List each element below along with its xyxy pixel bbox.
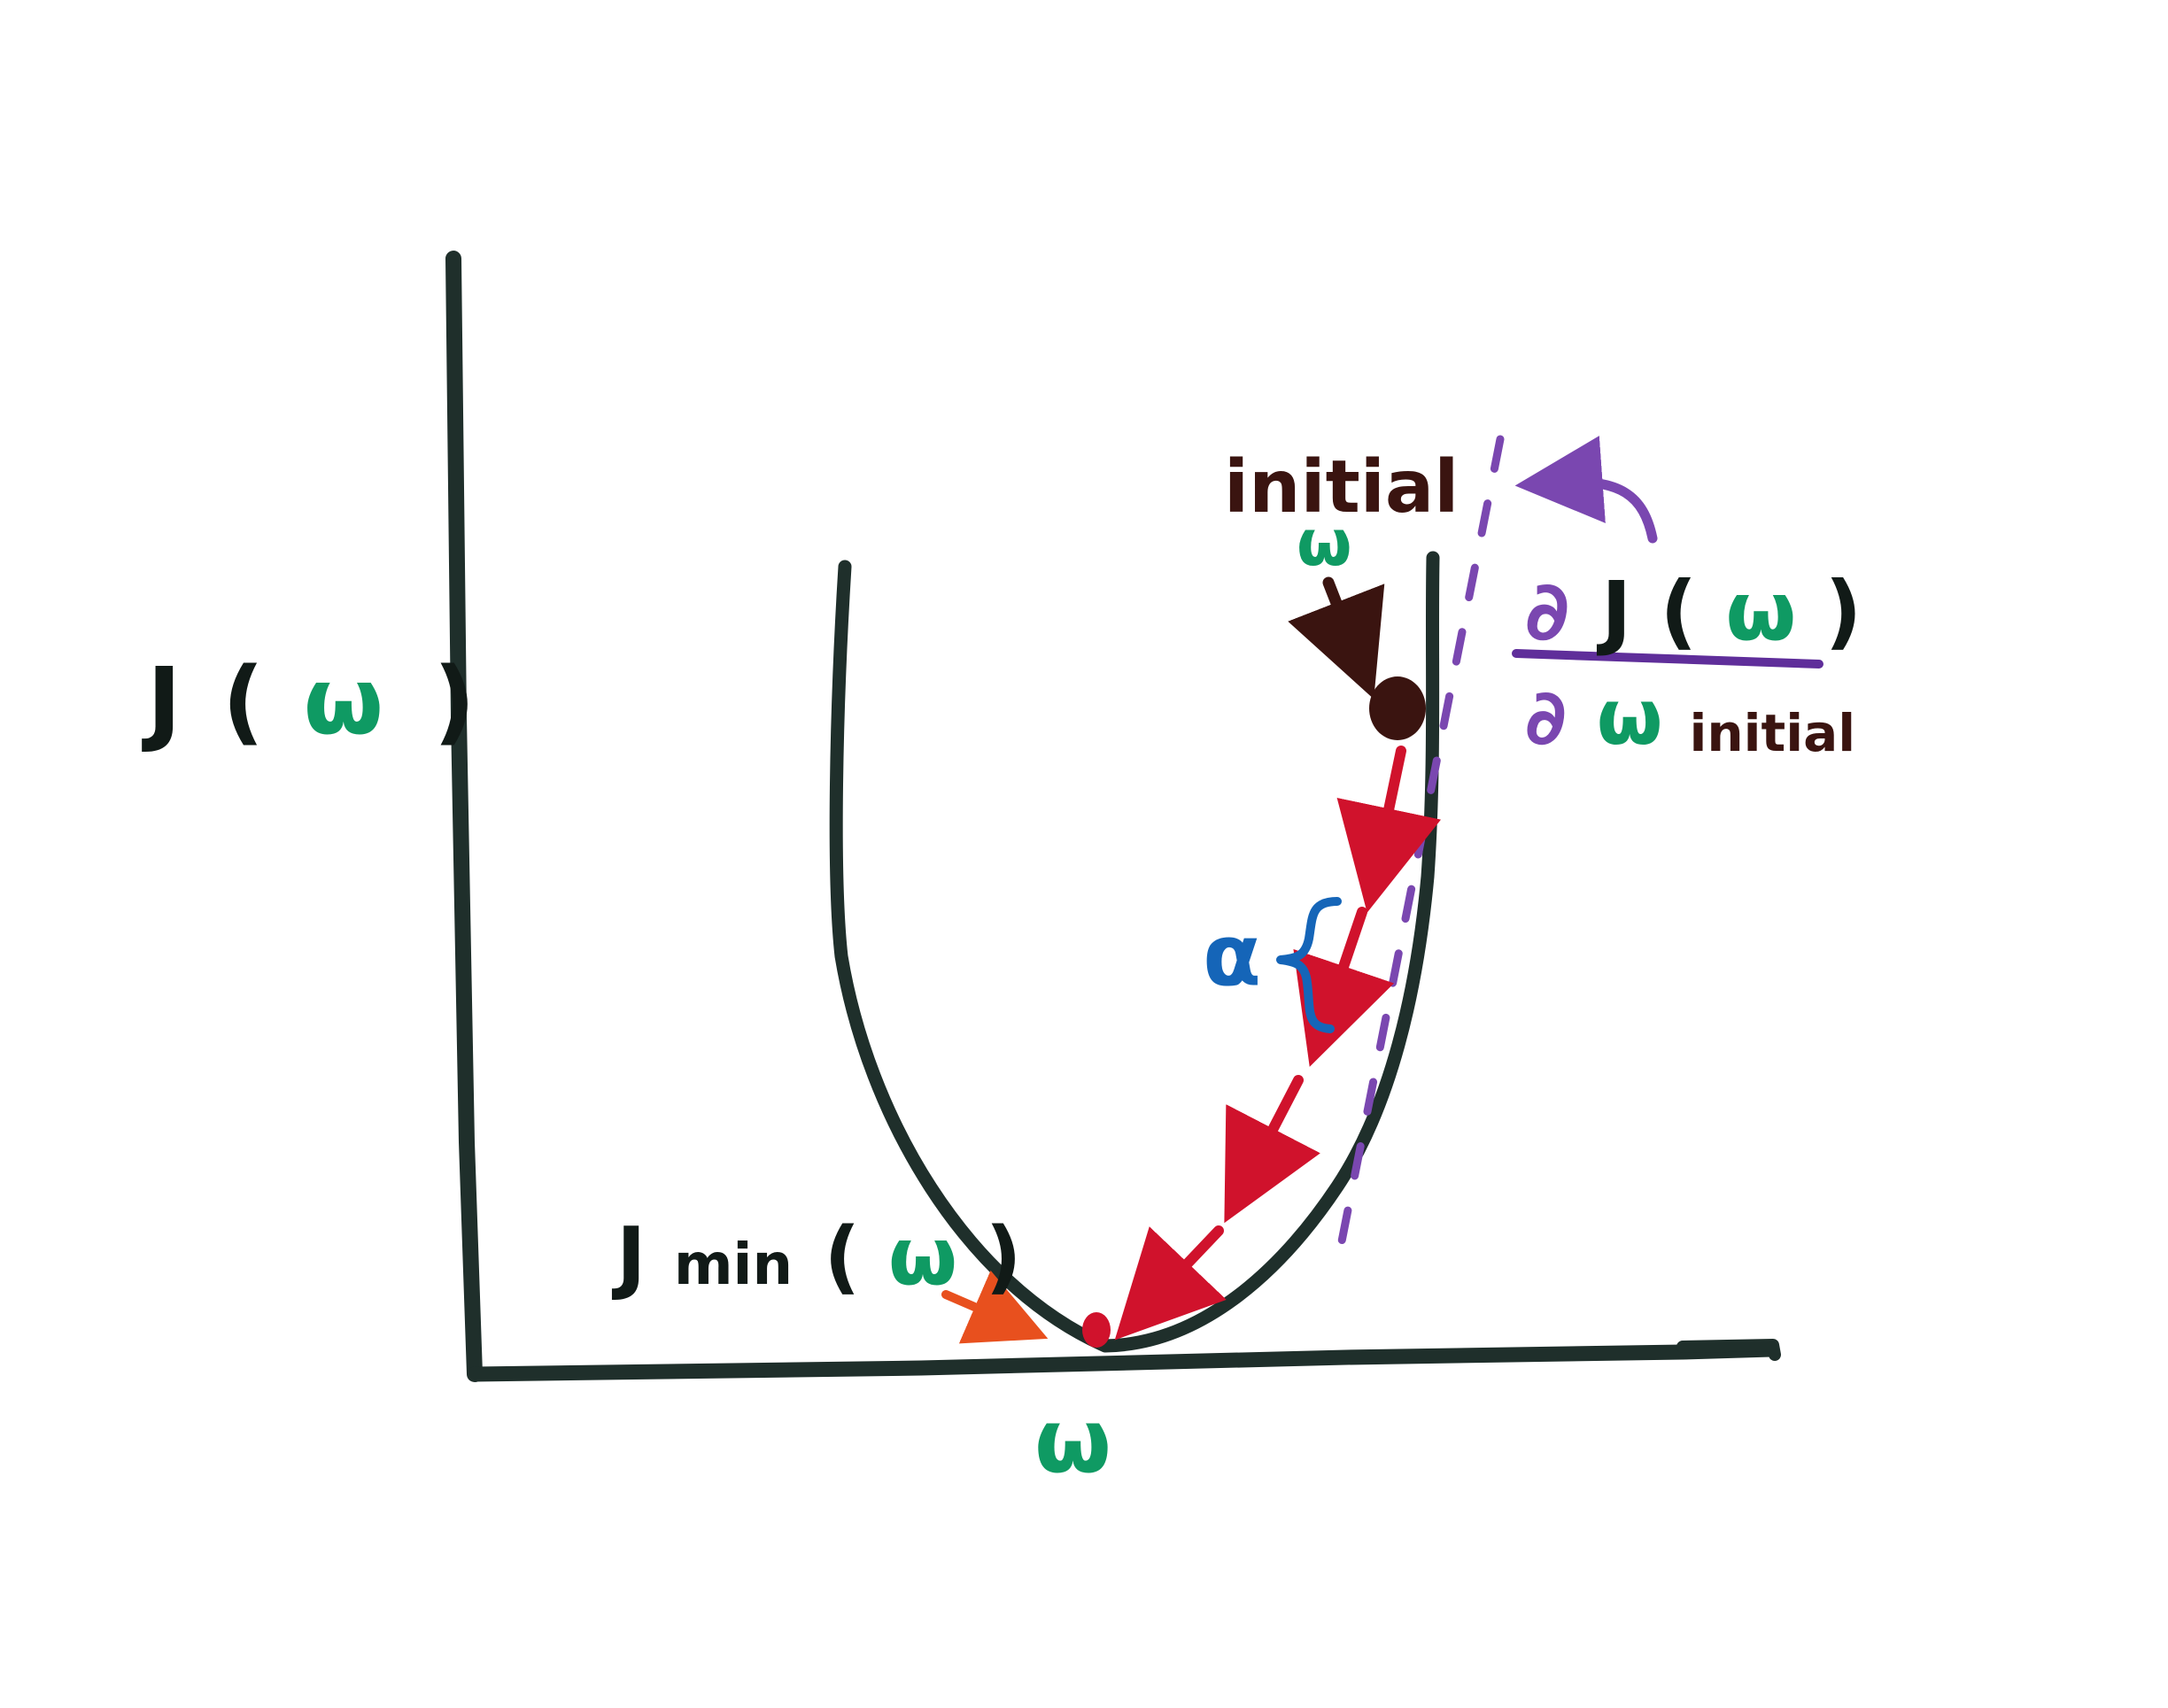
initial-label-w: ω	[1297, 506, 1352, 580]
jmin-label-close: )	[985, 1210, 1021, 1303]
derivative-num-close: )	[1824, 564, 1862, 659]
y-axis-line	[445, 251, 483, 1382]
derivative-den-partial: ∂	[1525, 674, 1567, 762]
y-axis-label-w: ω	[304, 647, 383, 755]
derivative-num-open: (	[1660, 564, 1697, 659]
x-axis-line	[467, 1341, 1779, 1382]
y-axis-label: J ( ω )	[142, 647, 476, 755]
descent-step-arrow-3	[1224, 1075, 1320, 1224]
descent-step-arrow-4	[1114, 1225, 1227, 1341]
derivative-den-sub: initial	[1689, 703, 1855, 763]
step-size-brace	[1276, 897, 1342, 1033]
jmin-label-sub: min	[674, 1233, 793, 1298]
x-axis-end-tick	[1676, 1339, 1781, 1361]
derivative-num-partial: ∂	[1525, 564, 1569, 659]
initial-label: initial	[1224, 445, 1459, 529]
initial-pointer-arrow	[1288, 576, 1385, 699]
x-axis-label: ω	[1034, 1389, 1111, 1493]
minimum-point	[1082, 1312, 1111, 1348]
derivative-numerator: ∂ J ( ω )	[1525, 564, 1862, 659]
jmin-label-w: ω	[888, 1210, 957, 1303]
jmin-label-open: (	[824, 1210, 860, 1303]
derivative-fraction-bar	[1512, 649, 1823, 669]
descent-step-arrow-1	[1336, 746, 1442, 913]
derivative-den-w: ω	[1597, 674, 1663, 762]
alpha-label: α	[1203, 906, 1261, 1005]
descent-step-arrow-2	[1293, 907, 1395, 1067]
y-axis-label-open: (	[222, 647, 265, 755]
jmin-label: J min ( ω )	[611, 1210, 1022, 1303]
derivative-denominator: ∂ ω initial	[1525, 674, 1855, 763]
derivative-num-w: ω	[1725, 564, 1796, 659]
tangent-pointer-arrow	[1514, 436, 1658, 544]
derivative-num-j: J	[1596, 564, 1631, 659]
minimum-pointer-arrow	[941, 1270, 1049, 1344]
initial-point	[1369, 676, 1426, 740]
y-axis-label-j: J	[142, 647, 182, 755]
y-axis-label-close: )	[433, 647, 476, 755]
jmin-label-j: J	[611, 1210, 647, 1303]
